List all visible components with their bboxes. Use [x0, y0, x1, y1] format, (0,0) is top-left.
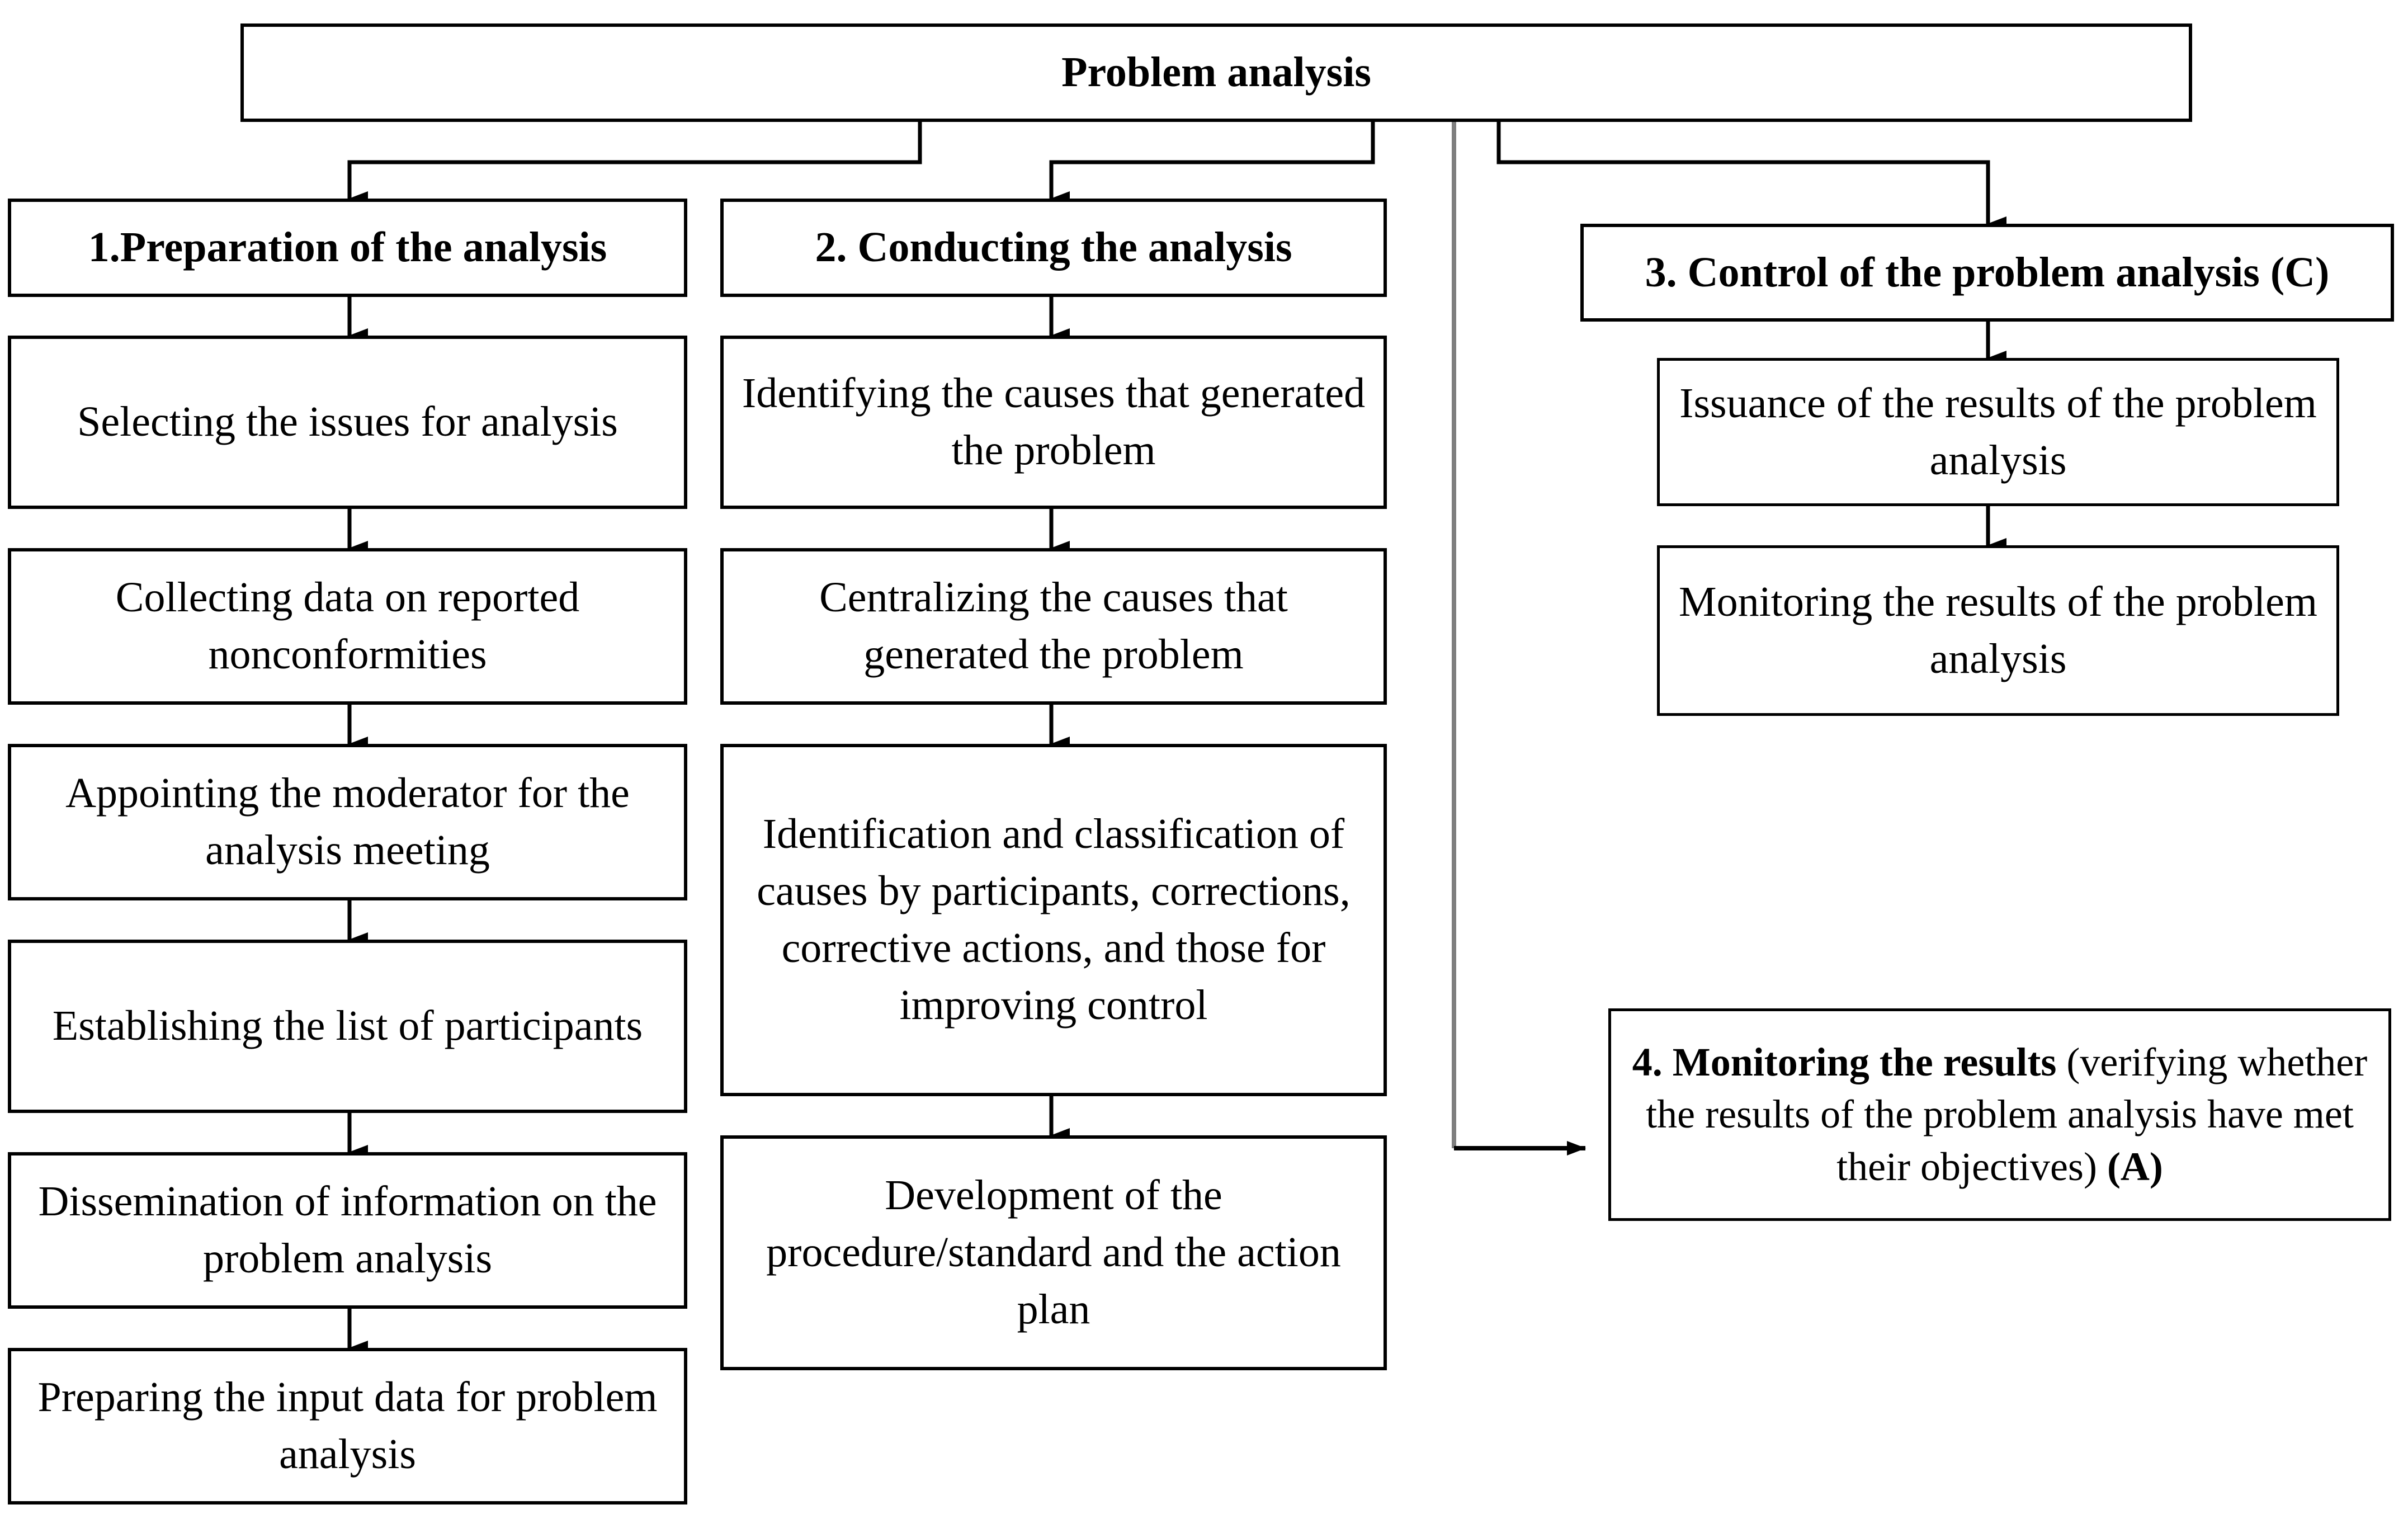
step-1-4-node[interactable]: Establishing the list of participants — [8, 940, 687, 1113]
stage-1-header-label: 1.Preparation of the analysis — [88, 224, 607, 271]
step-2-3-node[interactable]: Identification and classification of cau… — [720, 744, 1387, 1096]
stage-4-trail-bold: (A) — [2107, 1144, 2163, 1189]
stage-2-header-label: 2. Conducting the analysis — [815, 224, 1292, 271]
stage-2-header-node[interactable]: 2. Conducting the analysis — [720, 199, 1387, 297]
stage-3-header-label: 3. Control of the problem analysis (C) — [1645, 248, 2330, 296]
step-1-1-node[interactable]: Selecting the issues for analysis — [8, 336, 687, 509]
step-1-5-node[interactable]: Dissemination of information on the prob… — [8, 1152, 687, 1309]
step-1-3-label: Appointing the moderator for the analysi… — [65, 770, 630, 874]
stage-4-label: 4. Monitoring the results (verifying whe… — [1626, 1036, 2374, 1194]
connector-root-to-stage-1 — [347, 122, 922, 206]
step-3-2-label: Monitoring the results of the problem an… — [1679, 578, 2317, 682]
step-2-2-node[interactable]: Centralizing the causes that generated t… — [720, 548, 1387, 705]
step-3-1-label: Issuance of the results of the problem a… — [1679, 379, 2317, 484]
stage-4-node[interactable]: 4. Monitoring the results (verifying whe… — [1608, 1008, 2391, 1221]
step-2-4-node[interactable]: Development of the procedure/standard an… — [720, 1135, 1387, 1370]
step-1-2-label: Collecting data on reported nonconformit… — [115, 574, 580, 678]
stage-1-header-node[interactable]: 1.Preparation of the analysis — [8, 199, 687, 297]
step-2-1-label: Identifying the causes that generated th… — [742, 370, 1366, 474]
step-1-5-label: Dissemination of information on the prob… — [38, 1178, 657, 1282]
step-2-1-node[interactable]: Identifying the causes that generated th… — [720, 336, 1387, 509]
root-node[interactable]: Problem analysis — [240, 23, 2192, 122]
step-3-2-node[interactable]: Monitoring the results of the problem an… — [1657, 545, 2339, 716]
step-3-1-node[interactable]: Issuance of the results of the problem a… — [1657, 358, 2339, 506]
stage-3-header-node[interactable]: 3. Control of the problem analysis (C) — [1580, 224, 2394, 322]
step-1-6-label: Preparing the input data for problem ana… — [37, 1374, 658, 1478]
step-2-4-label: Development of the procedure/standard an… — [766, 1172, 1341, 1333]
step-2-3-label: Identification and classification of cau… — [757, 810, 1351, 1029]
step-1-4-label: Establishing the list of participants — [52, 1002, 643, 1050]
root-node-label: Problem analysis — [1061, 49, 1371, 96]
step-1-1-label: Selecting the issues for analysis — [77, 398, 618, 446]
step-1-3-node[interactable]: Appointing the moderator for the analysi… — [8, 744, 687, 900]
stage-4-lead-bold: 4. Monitoring the results — [1632, 1039, 2057, 1084]
connector-root-to-stage-4 — [1452, 122, 1586, 1155]
step-2-2-label: Centralizing the causes that generated t… — [819, 574, 1288, 678]
step-1-6-node[interactable]: Preparing the input data for problem ana… — [8, 1348, 687, 1504]
stage-4-body: (verifying whether the results of the pr… — [1646, 1039, 2368, 1189]
connector-root-to-stage-2 — [1049, 122, 1375, 206]
step-1-2-node[interactable]: Collecting data on reported nonconformit… — [8, 548, 687, 705]
connector-root-to-stage-3 — [1496, 122, 2006, 231]
